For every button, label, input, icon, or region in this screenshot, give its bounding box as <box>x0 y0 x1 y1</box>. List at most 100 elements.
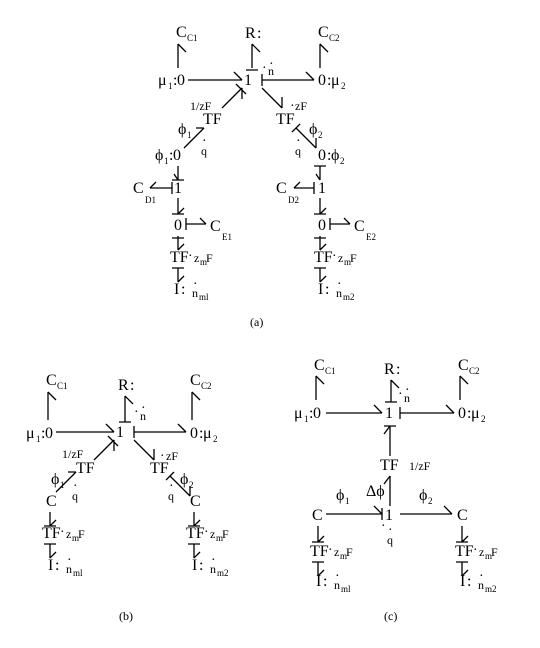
svg-text:ϕ: ϕ <box>336 487 344 504</box>
svg-text:·: · <box>398 387 403 402</box>
svg-text:·: · <box>67 553 72 568</box>
svg-text:C: C <box>318 24 329 41</box>
svg-text::: : <box>467 573 471 590</box>
svg-text:I: I <box>48 557 53 574</box>
svg-text:ϕ: ϕ <box>180 471 188 488</box>
svg-text:I: I <box>174 281 179 298</box>
inertia-m2: I:n·m2 <box>318 277 355 302</box>
transformer-right: TF <box>276 111 295 128</box>
svg-text:·: · <box>204 525 209 540</box>
reaction-rate-ndot-c: n·· <box>398 383 410 405</box>
transformer-bottom-left-c: TF <box>310 543 329 560</box>
transformer-ratio-right: ·zF <box>290 99 307 114</box>
one-junction-main-b: 1 <box>116 424 124 441</box>
capacitor-e1: CE1 <box>210 218 232 242</box>
zero-junction-e2: 0 <box>318 217 326 234</box>
svg-text:2: 2 <box>428 496 433 506</box>
svg-text:·: · <box>188 249 193 264</box>
svg-text:m: m <box>344 257 351 267</box>
svg-text:·: · <box>60 525 65 540</box>
svg-text:1: 1 <box>345 496 350 506</box>
svg-text:m: m <box>200 257 207 267</box>
transformer-left-b: TF <box>76 460 95 477</box>
svg-text:·: · <box>193 277 198 292</box>
svg-text:q: q <box>295 144 301 158</box>
svg-text:0: 0 <box>177 72 185 89</box>
ratio-zmf-left: ·zmlmF <box>188 249 213 267</box>
svg-text:I: I <box>318 281 323 298</box>
current-qdot-left: q· <box>201 134 207 158</box>
current-qdot-right: q· <box>295 134 301 158</box>
svg-text:F: F <box>346 545 353 559</box>
svg-text::: : <box>55 557 59 574</box>
svg-text:z: z <box>479 545 484 559</box>
svg-text:m: m <box>72 533 79 543</box>
svg-text:zF: zF <box>166 449 178 463</box>
svg-text:·: · <box>337 277 342 292</box>
svg-text:z: z <box>66 527 71 541</box>
svg-text:C: C <box>190 372 201 389</box>
svg-text:1: 1 <box>168 81 173 91</box>
current-qdot-left-b: q· <box>72 479 78 503</box>
svg-text:F: F <box>78 527 85 541</box>
svg-text:C1: C1 <box>325 366 336 376</box>
svg-text:ϕ: ϕ <box>331 147 339 164</box>
bonds-a <box>149 43 351 283</box>
zero-junction-e1: 0 <box>174 217 182 234</box>
inertia-m1: I:n·ml <box>174 277 209 302</box>
svg-text:·: · <box>262 61 267 76</box>
svg-text:μ: μ <box>203 425 212 442</box>
svg-text:C2: C2 <box>201 381 212 391</box>
svg-text:C1: C1 <box>187 33 198 43</box>
svg-text:ml: ml <box>199 292 209 302</box>
transformer-left: TF <box>203 111 222 128</box>
svg-text:F: F <box>206 251 213 265</box>
svg-text:C: C <box>133 180 144 197</box>
svg-text:·: · <box>73 479 78 494</box>
svg-text:μ: μ <box>294 405 303 422</box>
svg-text:I: I <box>192 557 197 574</box>
svg-text:·: · <box>405 383 410 398</box>
svg-text::: : <box>327 72 331 89</box>
svg-text:n: n <box>404 391 410 405</box>
svg-text:q: q <box>201 144 207 158</box>
svg-text:·: · <box>202 134 207 149</box>
svg-text::: : <box>169 147 173 164</box>
svg-text:F: F <box>491 545 498 559</box>
inertia-m2-b: I:n·m2 <box>192 553 229 578</box>
one-junction-main-c: 1 <box>385 405 393 422</box>
inertia-m1-c: I:n·ml <box>316 569 351 594</box>
transformer-bottom-right: TF <box>314 249 333 266</box>
transformer-middle-c: TF <box>380 457 399 474</box>
svg-text:n: n <box>66 562 72 576</box>
resistor-colon: : <box>257 25 261 42</box>
svg-text:·: · <box>269 57 274 72</box>
svg-text:C: C <box>276 180 287 197</box>
svg-text:m2: m2 <box>343 292 355 302</box>
capacitor-left-b: C <box>46 493 57 510</box>
capacitor-e2: CE2 <box>354 218 376 242</box>
svg-text:m: m <box>216 533 223 543</box>
svg-text:n: n <box>140 409 146 423</box>
svg-text:·: · <box>134 405 139 420</box>
svg-text:0: 0 <box>190 425 198 442</box>
svg-text:μ: μ <box>158 72 167 89</box>
reaction-rate-ndot-b: n·· <box>134 401 146 423</box>
svg-text:z: z <box>210 527 215 541</box>
svg-text:C1: C1 <box>57 381 68 391</box>
one-junction-main: 1 <box>244 72 252 89</box>
svg-text::: : <box>327 147 331 164</box>
svg-text:n: n <box>210 562 216 576</box>
svg-text:q: q <box>168 489 174 503</box>
